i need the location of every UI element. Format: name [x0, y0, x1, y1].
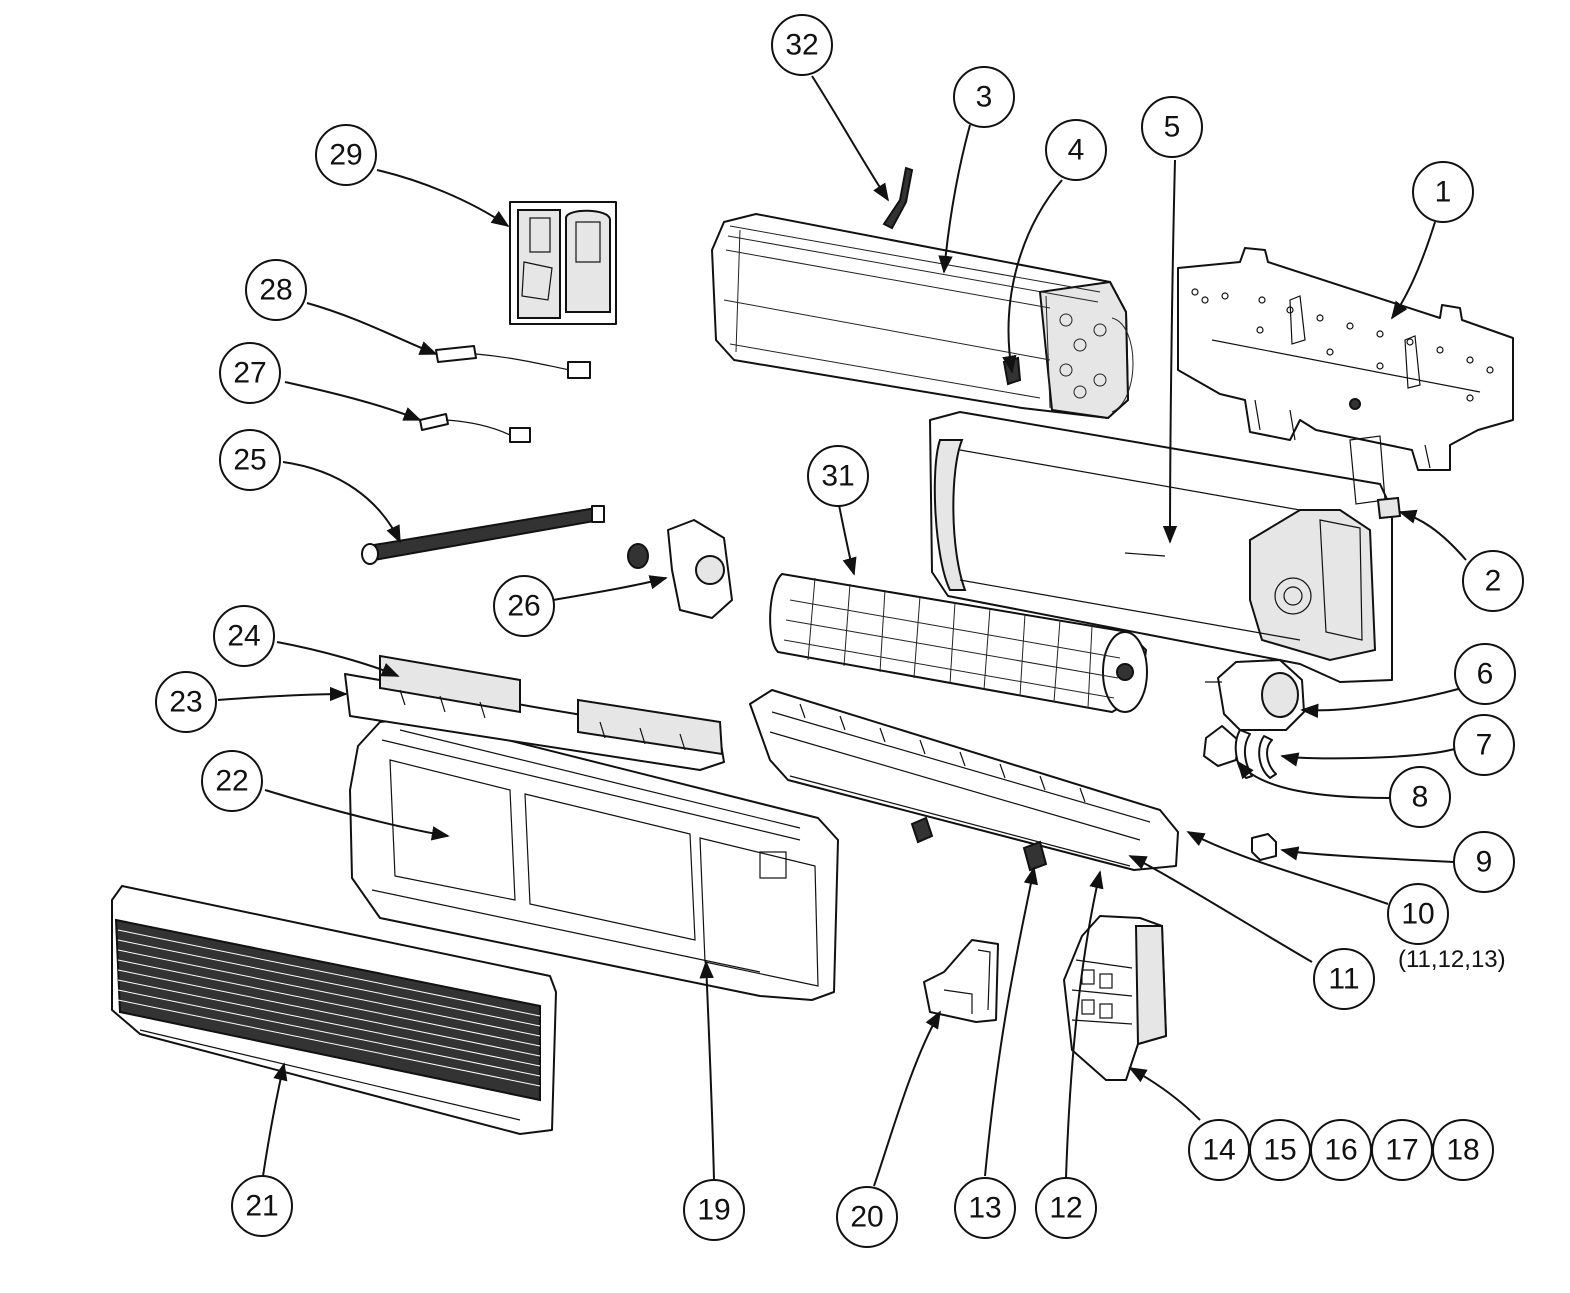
- callout-14: 14: [1188, 1119, 1250, 1181]
- part-clip: [1376, 496, 1402, 520]
- part-front-panel: [349, 717, 839, 1001]
- svg-text:16: 16: [1324, 1134, 1357, 1167]
- callout-26: 26: [493, 575, 555, 637]
- callout-27: 27: [219, 342, 281, 404]
- svg-text:24: 24: [227, 620, 260, 653]
- svg-text:23: 23: [169, 686, 202, 719]
- svg-text:21: 21: [245, 1190, 278, 1223]
- svg-text:17: 17: [1385, 1134, 1418, 1167]
- part-mounting-plate: [1177, 247, 1514, 471]
- part-fan-motor: [1203, 659, 1305, 779]
- svg-text:20: 20: [850, 1201, 883, 1234]
- svg-text:12: 12: [1049, 1192, 1082, 1225]
- callout-24: 24: [213, 605, 275, 667]
- svg-text:32: 32: [785, 29, 818, 62]
- svg-text:7: 7: [1476, 729, 1493, 762]
- svg-text:8: 8: [1412, 781, 1429, 814]
- part-drain-hose: [361, 505, 605, 565]
- callout-balloons: 1 2 3 4 5 6 7 8 9 10 11 12 13 14 15 16 1…: [155, 14, 1524, 1248]
- callout-3: 3: [953, 66, 1015, 128]
- part-sensor-27: [419, 413, 531, 443]
- callout-5: 5: [1141, 96, 1203, 158]
- part-chassis: [929, 411, 1393, 683]
- callout-32: 32: [771, 14, 833, 76]
- svg-text:10: 10: [1401, 898, 1434, 931]
- part-drain-pan-assembly: [749, 689, 1179, 872]
- callout-1: 1: [1412, 161, 1474, 223]
- svg-text:27: 27: [233, 357, 266, 390]
- callout-16: 16: [1310, 1119, 1372, 1181]
- svg-text:31: 31: [821, 460, 854, 493]
- svg-text:5: 5: [1164, 111, 1181, 144]
- svg-text:29: 29: [329, 139, 362, 172]
- svg-text:2: 2: [1485, 565, 1502, 598]
- callout-18: 18: [1432, 1119, 1494, 1181]
- callout-31: 31: [807, 445, 869, 507]
- svg-text:19: 19: [697, 1194, 730, 1227]
- svg-text:11: 11: [1328, 963, 1359, 996]
- callout-28: 28: [245, 259, 307, 321]
- part-remote-controller: [509, 201, 617, 325]
- callout-10: 10: [1387, 883, 1449, 945]
- callout-19: 19: [683, 1179, 745, 1241]
- callout-17: 17: [1371, 1119, 1433, 1181]
- part-small-cap: [1251, 833, 1277, 861]
- callout-15: 15: [1249, 1119, 1311, 1181]
- callout-7: 7: [1453, 714, 1515, 776]
- leader-lines: [217, 75, 1467, 1187]
- part-motor-bracket: [627, 519, 733, 619]
- callout-20: 20: [836, 1186, 898, 1248]
- part-evaporator-coil: [711, 166, 1134, 420]
- part-control-box: [1063, 915, 1168, 1081]
- svg-text:18: 18: [1446, 1134, 1479, 1167]
- svg-text:9: 9: [1476, 846, 1493, 879]
- part-sensor-28: [435, 345, 591, 379]
- callout-23: 23: [155, 671, 217, 733]
- part-front-grille: [111, 885, 557, 1135]
- svg-text:6: 6: [1477, 658, 1494, 691]
- callout-11: 11: [1313, 948, 1375, 1010]
- part-air-filters: [344, 654, 725, 771]
- callout-4: 4: [1045, 119, 1107, 181]
- svg-text:13: 13: [968, 1192, 1001, 1225]
- callout-6: 6: [1454, 643, 1516, 705]
- svg-text:4: 4: [1068, 134, 1085, 167]
- callout-21: 21: [231, 1175, 293, 1237]
- svg-text:1: 1: [1435, 176, 1452, 209]
- svg-text:15: 15: [1263, 1134, 1296, 1167]
- callout-22: 22: [201, 750, 263, 812]
- callout-2: 2: [1462, 550, 1524, 612]
- callout-8: 8: [1389, 766, 1451, 828]
- part-terminal-cover: [923, 939, 999, 1023]
- svg-text:26: 26: [507, 590, 540, 623]
- svg-text:22: 22: [215, 765, 248, 798]
- svg-text:14: 14: [1202, 1134, 1235, 1167]
- part-cross-flow-fan: [769, 573, 1148, 713]
- callout-29: 29: [315, 124, 377, 186]
- callout-13: 13: [954, 1177, 1016, 1239]
- svg-text:28: 28: [259, 274, 292, 307]
- callout-12: 12: [1035, 1177, 1097, 1239]
- callout-10-subparts-note: (11,12,13): [1398, 946, 1506, 973]
- svg-text:3: 3: [976, 81, 993, 114]
- callout-25: 25: [219, 429, 281, 491]
- svg-text:25: 25: [233, 444, 266, 477]
- callout-9: 9: [1453, 831, 1515, 893]
